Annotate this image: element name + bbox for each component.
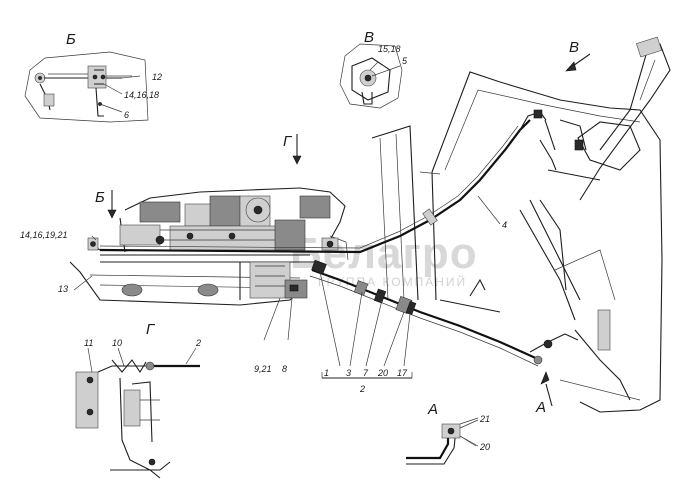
arrow-g-head [292, 155, 302, 165]
view-b-title: Б [66, 31, 76, 48]
view-v-title: В [364, 29, 374, 46]
callout-2-view-g: 2 [195, 338, 201, 348]
callout-4: 4 [502, 220, 507, 230]
callout-21-view-a: 21 [479, 414, 490, 424]
callout-1: 1 [324, 368, 329, 378]
view-g-detail [75, 359, 200, 479]
view-a-title: А [427, 401, 438, 418]
callout-2: 2 [359, 384, 365, 394]
callout-5: 5 [402, 56, 408, 66]
arrow-b-head [107, 209, 117, 219]
labels: Б 12 14,16,18 6 В 15,18 5 В Г Б 4 14,16,… [20, 29, 579, 452]
view-g-arrow-label: Г [283, 133, 293, 150]
callout-13: 13 [58, 284, 68, 294]
callout-3: 3 [346, 368, 351, 378]
callout-14-16-19-21: 14,16,19,21 [20, 230, 68, 240]
callout-12: 12 [152, 72, 162, 82]
callout-17: 17 [397, 368, 408, 378]
arrow-a [545, 383, 553, 407]
arrow-v-head [565, 61, 577, 72]
callout-6: 6 [124, 110, 129, 120]
view-g-title: Г [146, 321, 156, 338]
view-a-detail [406, 419, 479, 465]
control-rods [87, 109, 579, 367]
view-a-arrow-label: А [535, 399, 546, 416]
callout-11: 11 [84, 338, 93, 348]
arrow-a-head [540, 371, 550, 385]
callout-20-view-a: 20 [479, 442, 490, 452]
view-v-arrow-label: В [569, 39, 579, 56]
callout-9-21: 9,21 [254, 364, 272, 374]
watermark-subtitle: ГРУППА КОМПАНИЙ [318, 274, 467, 289]
view-arrows [107, 53, 591, 407]
callout-8: 8 [282, 364, 287, 374]
callout-15-18: 15,18 [378, 44, 401, 54]
engine-assembly [69, 187, 349, 306]
callout-10: 10 [112, 338, 122, 348]
leader-lines [73, 61, 501, 447]
view-v-detail [339, 43, 403, 109]
callout-7: 7 [363, 368, 369, 378]
callout-20: 20 [377, 368, 388, 378]
view-b-detail [24, 51, 149, 123]
view-b-arrow-label: Б [95, 189, 105, 206]
callout-14-16-18: 14,16,18 [124, 90, 159, 100]
cab-frame [371, 36, 671, 413]
